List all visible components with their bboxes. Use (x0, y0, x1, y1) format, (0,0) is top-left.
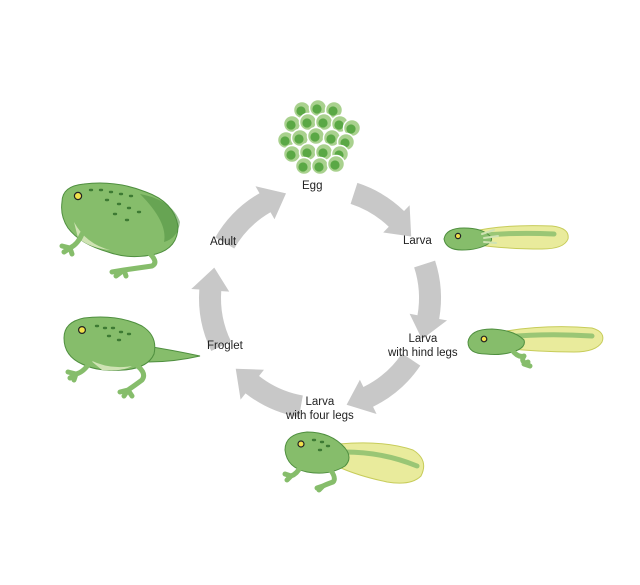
stage-label-egg-line1: Egg (302, 180, 323, 192)
egg-embryo (286, 150, 296, 160)
egg-cluster-illustration (276, 98, 362, 176)
stage-label-larva-hind-line1: Larva (408, 333, 438, 345)
egg-embryo (334, 120, 344, 130)
egg-embryo (302, 148, 312, 158)
stage-label-adult-line1: Adult (210, 236, 237, 248)
egg-embryo (312, 104, 322, 114)
stage-label-larva-line1: Larva (403, 235, 432, 247)
cycle-arrow-4 (235, 368, 303, 418)
adult-frog-illustration (59, 182, 180, 279)
cycle-arrow-2 (409, 260, 448, 340)
stage-label-egg: Egg (302, 179, 322, 193)
stage-label-larva: Larva (403, 234, 432, 248)
froglet-illustration (63, 316, 201, 399)
cycle-arrow-3 (346, 353, 421, 414)
egg-embryo (310, 132, 320, 142)
stage-label-larva-hind-legs: Larva with hind legs (388, 332, 458, 360)
stage-label-larva-four-legs: Larva with four legs (286, 395, 354, 423)
larva-illustration (443, 225, 569, 251)
egg-embryo (302, 118, 312, 128)
stage-label-larva-four-line2: with four legs (286, 410, 354, 422)
egg-embryo (326, 134, 336, 144)
egg-embryo (330, 160, 340, 170)
stage-label-adult: Adult (210, 235, 236, 249)
cycle-arrow-1 (350, 182, 412, 237)
cycle-arrow-6 (215, 186, 287, 249)
cycle-arrows (191, 182, 448, 418)
cycle-arrow-5 (191, 267, 232, 352)
egg-embryo (298, 162, 308, 172)
stage-label-larva-hind-line2: with hind legs (388, 347, 458, 359)
egg-embryo (286, 120, 296, 130)
larva-hind-legs-illustration (467, 326, 604, 369)
stage-label-froglet: Froglet (207, 339, 243, 353)
egg-embryo (318, 118, 328, 128)
egg-embryo (328, 106, 338, 116)
egg-embryo (294, 134, 304, 144)
egg-embryo (296, 106, 306, 116)
egg-embryo (346, 124, 356, 134)
larva-four-legs-illustration (282, 431, 425, 493)
egg-embryo (318, 148, 328, 158)
egg-embryo (280, 136, 290, 146)
stage-label-froglet-line1: Froglet (207, 340, 243, 352)
stage-label-larva-four-line1: Larva (305, 396, 335, 408)
egg-embryo (314, 162, 324, 172)
